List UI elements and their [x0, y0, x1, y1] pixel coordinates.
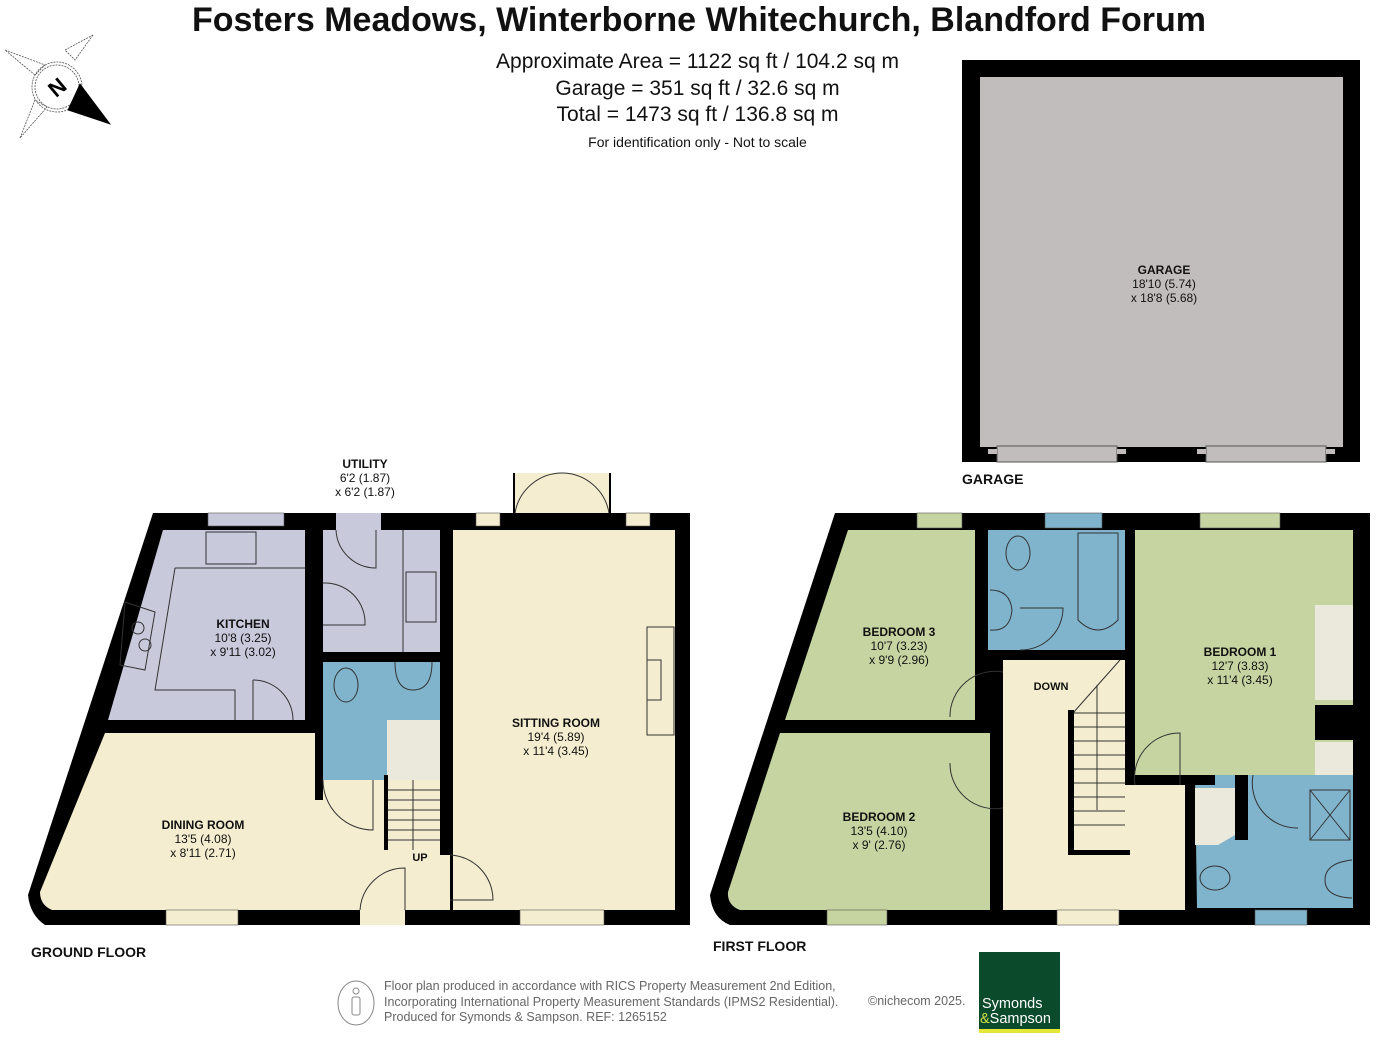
copyright: ©nichecom 2025.	[868, 994, 966, 1008]
floor-label-ground: GROUND FLOOR	[31, 944, 147, 960]
person-icon	[337, 980, 375, 1026]
room-label-bedroom-2: BEDROOM 2 13'5 (4.10) x 9' (2.76)	[842, 810, 916, 852]
room-label-dining-room: DINING ROOM 13'5 (4.08) x 8'11 (2.71)	[161, 818, 245, 860]
agent-logo: Symonds &Sampson	[979, 952, 1060, 1033]
room-label-utility: UTILITY 6'2 (1.87) x 6'2 (1.87)	[335, 457, 395, 499]
room-label-bedroom-3: BEDROOM 3 10'7 (3.23) x 9'9 (2.96)	[862, 625, 936, 667]
room-label-garage: GARAGE 18'10 (5.74) x 18'8 (5.68)	[1130, 263, 1198, 305]
approximate-area: Approximate Area = 1122 sq ft / 104.2 sq…	[496, 50, 899, 73]
room-label-sitting-room: SITTING ROOM 19'4 (5.89) x 11'4 (3.45)	[512, 716, 600, 758]
compass-icon	[4, 34, 112, 139]
scale-note: For identification only - Not to scale	[588, 134, 807, 150]
ground-floor-plan	[28, 472, 690, 926]
garage-plan	[962, 60, 1360, 463]
stairs-down-label: DOWN	[1033, 681, 1069, 693]
floor-label-garage: GARAGE	[962, 471, 1024, 487]
room-label-bedroom-1: BEDROOM 1 12'7 (3.83) x 11'4 (3.45)	[1203, 645, 1277, 687]
svg-text:N: N	[43, 73, 71, 102]
total-area: Total = 1473 sq ft / 136.8 sq m	[556, 103, 839, 126]
page-title: Fosters Meadows, Winterborne Whitechurch…	[191, 1, 1207, 39]
stairs-up-label: UP	[412, 852, 428, 864]
room-label-kitchen: KITCHEN 10'8 (3.25) x 9'11 (3.02)	[210, 617, 276, 659]
floor-label-first: FIRST FLOOR	[713, 938, 807, 954]
garage-area: Garage = 351 sq ft / 32.6 sq m	[555, 77, 840, 100]
measurement-disclaimer: Floor plan produced in accordance with R…	[384, 979, 839, 1024]
first-floor-plan	[710, 512, 1370, 926]
